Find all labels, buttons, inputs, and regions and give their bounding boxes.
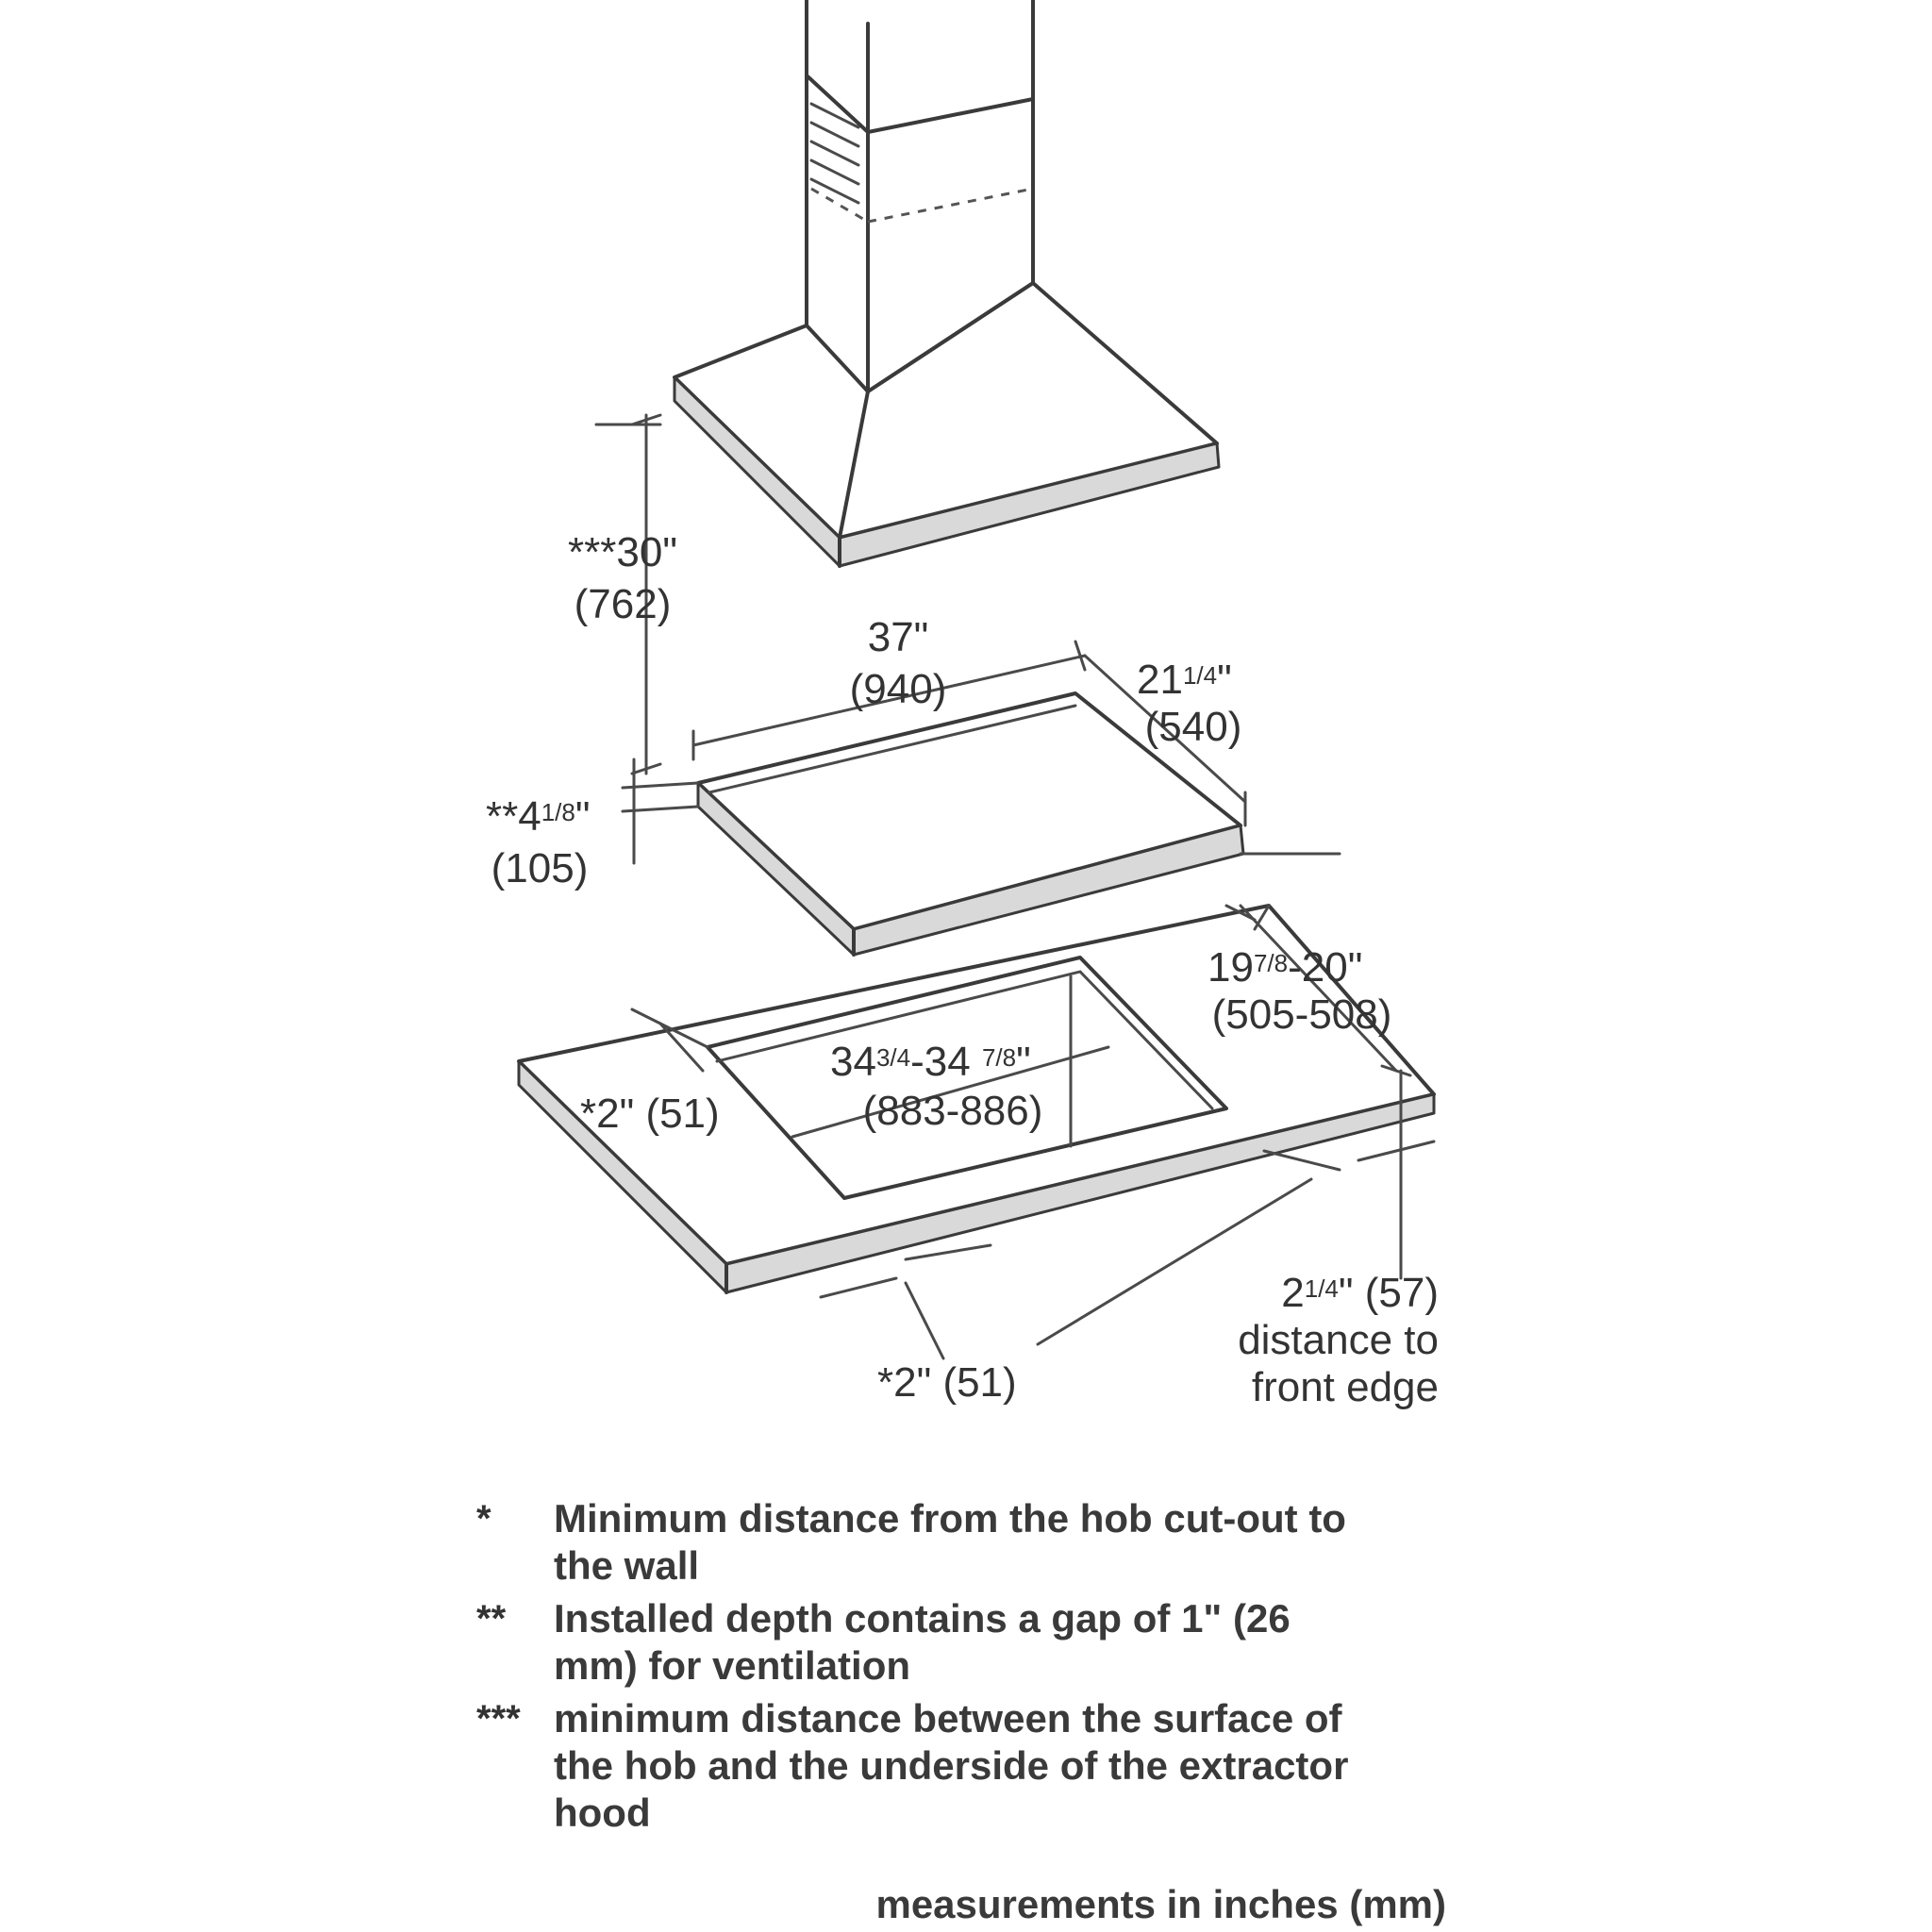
cutout-depth-dim-mm: (505-508) <box>1212 991 1392 1038</box>
footnotes: * Minimum distance from the hob cut-out … <box>476 1495 1420 1842</box>
dimension-lines <box>594 413 1436 1360</box>
units-caption: measurements in inches (mm) <box>875 1882 1446 1926</box>
footnote-mark: * <box>476 1498 491 1540</box>
depth-dim-mm: (105) <box>491 845 589 891</box>
front-edge-dim: 21/4" (57) <box>1281 1270 1439 1316</box>
footnote: ** Installed depth contains a gap of 1" … <box>476 1595 1420 1690</box>
footnote-mark: *** <box>476 1698 521 1740</box>
footnote-mark: ** <box>476 1598 507 1640</box>
front-edge-label-2: front edge <box>1252 1364 1439 1410</box>
footnote: * Minimum distance from the hob cut-out … <box>476 1495 1420 1590</box>
cutout-depth-dim-inch: 197/8-20" <box>1208 944 1362 991</box>
front-edge-label-1: distance to <box>1238 1317 1439 1363</box>
hood-gap-dim-mm: (762) <box>575 581 672 627</box>
extractor-hood <box>673 0 1221 568</box>
front-clearance-dim: *2" (51) <box>877 1359 1017 1406</box>
cutout-width-dim-mm: (883-886) <box>863 1088 1043 1134</box>
footnote: *** minimum distance between the surface… <box>476 1695 1420 1837</box>
vent-grille-icon <box>809 102 860 205</box>
hob-depth-dim-mm: (540) <box>1145 704 1242 750</box>
footnote-text: Minimum distance from the hob cut-out to… <box>554 1496 1346 1588</box>
width-dim-mm: (940) <box>850 666 947 712</box>
hob-cutout <box>706 956 1228 1200</box>
hob-depth-dim-inch: 211/4" <box>1137 657 1232 703</box>
width-dim-inch: 37" <box>868 614 929 660</box>
side-clearance-dim: *2" (51) <box>580 1091 720 1137</box>
footnote-text: Installed depth contains a gap of 1" (26… <box>554 1596 1291 1688</box>
cutout-width-dim-inch: 343/4-34 7/8" <box>830 1039 1031 1085</box>
depth-dim-inch: **41/8" <box>486 793 591 840</box>
footnote-text: minimum distance between the surface of … <box>554 1696 1349 1835</box>
hood-gap-dim-inch: ***30" <box>568 529 677 575</box>
